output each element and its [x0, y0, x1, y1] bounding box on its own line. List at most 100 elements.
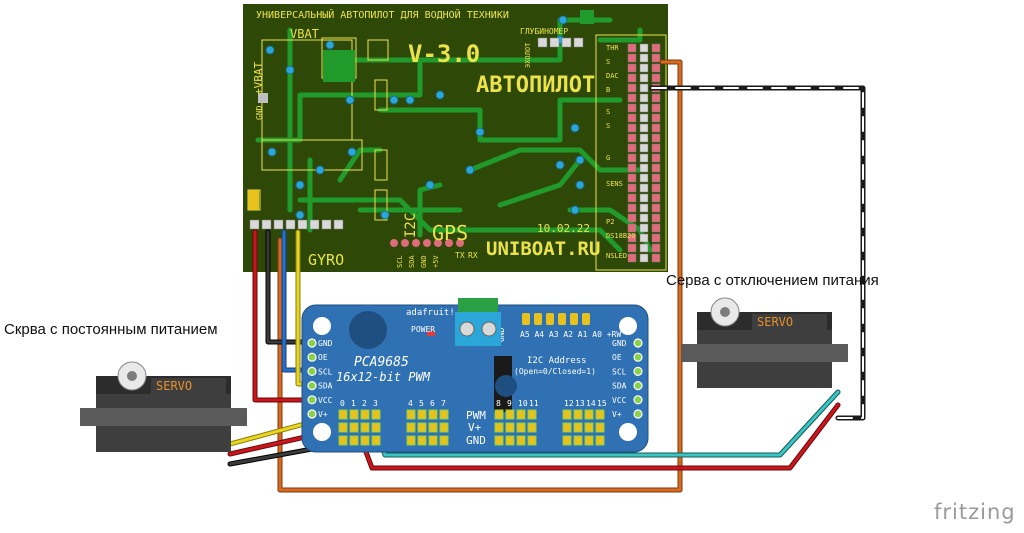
addr-pins: A5 A4 A3 A2 A1 A0 +RW — [520, 330, 621, 339]
pcb-header-pin — [627, 173, 637, 183]
servo-horn-center — [720, 307, 730, 317]
label-servo-left: Скрва с постоянным питанием — [4, 321, 218, 338]
pcb-header-pin — [627, 63, 637, 73]
pcb-header-pin — [639, 173, 649, 183]
pcb-header-pin — [639, 253, 649, 263]
pcb-header-pin — [627, 73, 637, 83]
pcb-via — [435, 90, 445, 100]
channel-label: 5 — [419, 399, 424, 408]
pcb-header-pin — [651, 173, 661, 183]
pcb-header-pin — [401, 239, 409, 247]
channel-pin — [349, 409, 359, 420]
pcb-header-pin — [639, 223, 649, 233]
pcb-gyro: GYRO — [308, 251, 344, 269]
pcb-header-pin — [627, 93, 637, 103]
pcb-header-pin — [561, 37, 572, 48]
channel-pin — [439, 409, 449, 420]
pcb-depth: ГЛУБИНОМЕР — [520, 27, 568, 36]
channel-label: 15 — [597, 399, 607, 408]
pcb-header-pin — [627, 113, 637, 123]
channel-pin — [439, 435, 449, 446]
pcb-site: UNIBOAT.RU — [486, 238, 600, 260]
pcb-via — [570, 205, 580, 215]
channel-pin — [439, 422, 449, 433]
channel-pin — [428, 422, 438, 433]
terminal-block — [458, 298, 498, 312]
channel-pin — [494, 409, 504, 420]
pcb-header-pin — [297, 219, 308, 230]
pcb-header-pin — [627, 83, 637, 93]
pcb-right-pin-label: S — [606, 108, 610, 116]
channel-pin — [417, 435, 427, 446]
pcb-header-pin — [639, 103, 649, 113]
wire-white-stripe — [651, 87, 864, 419]
pcb-title: УНИВЕРСАЛЬНЫЙ АВТОПИЛОТ ДЛЯ ВОДНОЙ ТЕХНИ… — [256, 8, 509, 21]
pcb-gps: GPS — [432, 221, 468, 245]
pcb-header-pin — [390, 239, 398, 247]
pcb-rx: RX — [468, 251, 478, 260]
pcb-header-pin — [639, 193, 649, 203]
pcb-pad — [258, 93, 268, 103]
pcb-via — [347, 147, 357, 157]
pcb-right-pin-label: DAC — [606, 72, 619, 80]
channel-label: 8 — [496, 399, 501, 408]
pcb-via — [315, 165, 325, 175]
driver-right-pin-label: VCC — [612, 396, 627, 405]
pcb-header-pin — [412, 239, 420, 247]
driver-left-pin — [307, 381, 317, 391]
driver-brand: adafruit! — [406, 308, 455, 318]
pcb-header-pin — [651, 113, 661, 123]
driver-right-pin — [633, 395, 643, 405]
channel-pin — [428, 409, 438, 420]
pcb-header-pin — [639, 133, 649, 143]
pcb-header-pin — [627, 133, 637, 143]
pcb-header-pin — [639, 123, 649, 133]
channel-pin — [338, 435, 348, 446]
driver-right-pin-label: GND — [612, 339, 627, 348]
pcb-header-pin — [639, 203, 649, 213]
driver-left-pin-label: VCC — [318, 396, 333, 405]
channel-pin — [527, 422, 537, 433]
pcb-bottom-pin-label: SDA — [408, 255, 416, 268]
channel-label: 1 — [351, 399, 356, 408]
pcb-header-pin — [321, 219, 332, 230]
channel-pin — [417, 422, 427, 433]
pcb-header-pin — [639, 83, 649, 93]
pcb-via — [380, 210, 390, 220]
pcb-header-pin — [627, 53, 637, 63]
channel-pin — [371, 435, 381, 446]
channel-pin — [562, 435, 572, 446]
pcb-tx: TX — [455, 251, 465, 260]
pcb-via — [405, 95, 415, 105]
pcb-right-pin-label: B — [606, 86, 610, 94]
pca9685-board: adafruit! POWER PCA9685 16x12-bit PWM I2… — [301, 298, 649, 453]
driver-right-pin — [633, 366, 643, 376]
pcb-header-pin — [639, 153, 649, 163]
channel-pin — [360, 409, 370, 420]
address-jumper — [558, 313, 566, 325]
channel-label: 10 — [518, 399, 528, 408]
driver-right-pin-label: V+ — [612, 410, 622, 419]
pcb-header-pin — [651, 253, 661, 263]
driver-model: PCA9685 — [354, 355, 409, 370]
pcb-header-pin — [639, 113, 649, 123]
fritzing-logo: fritzing — [934, 500, 1016, 524]
pcb-right-pin-label: G — [606, 154, 610, 162]
pcb-header-pin — [651, 53, 661, 63]
address-jumper — [534, 313, 542, 325]
channel-pin — [516, 409, 526, 420]
pcb-header-pin — [333, 219, 344, 230]
pcb-via — [465, 165, 475, 175]
driver-left-pin-label: SDA — [318, 382, 333, 391]
pcb-via — [575, 155, 585, 165]
driver-right-pin-label: SDA — [612, 382, 627, 391]
pcb-header-pin — [627, 203, 637, 213]
driver-right-pin — [633, 381, 643, 391]
pcb-header-pin — [639, 213, 649, 223]
pcb-header-pin — [651, 93, 661, 103]
pcb-header-pin — [651, 133, 661, 143]
pcb-header-pin — [639, 43, 649, 53]
